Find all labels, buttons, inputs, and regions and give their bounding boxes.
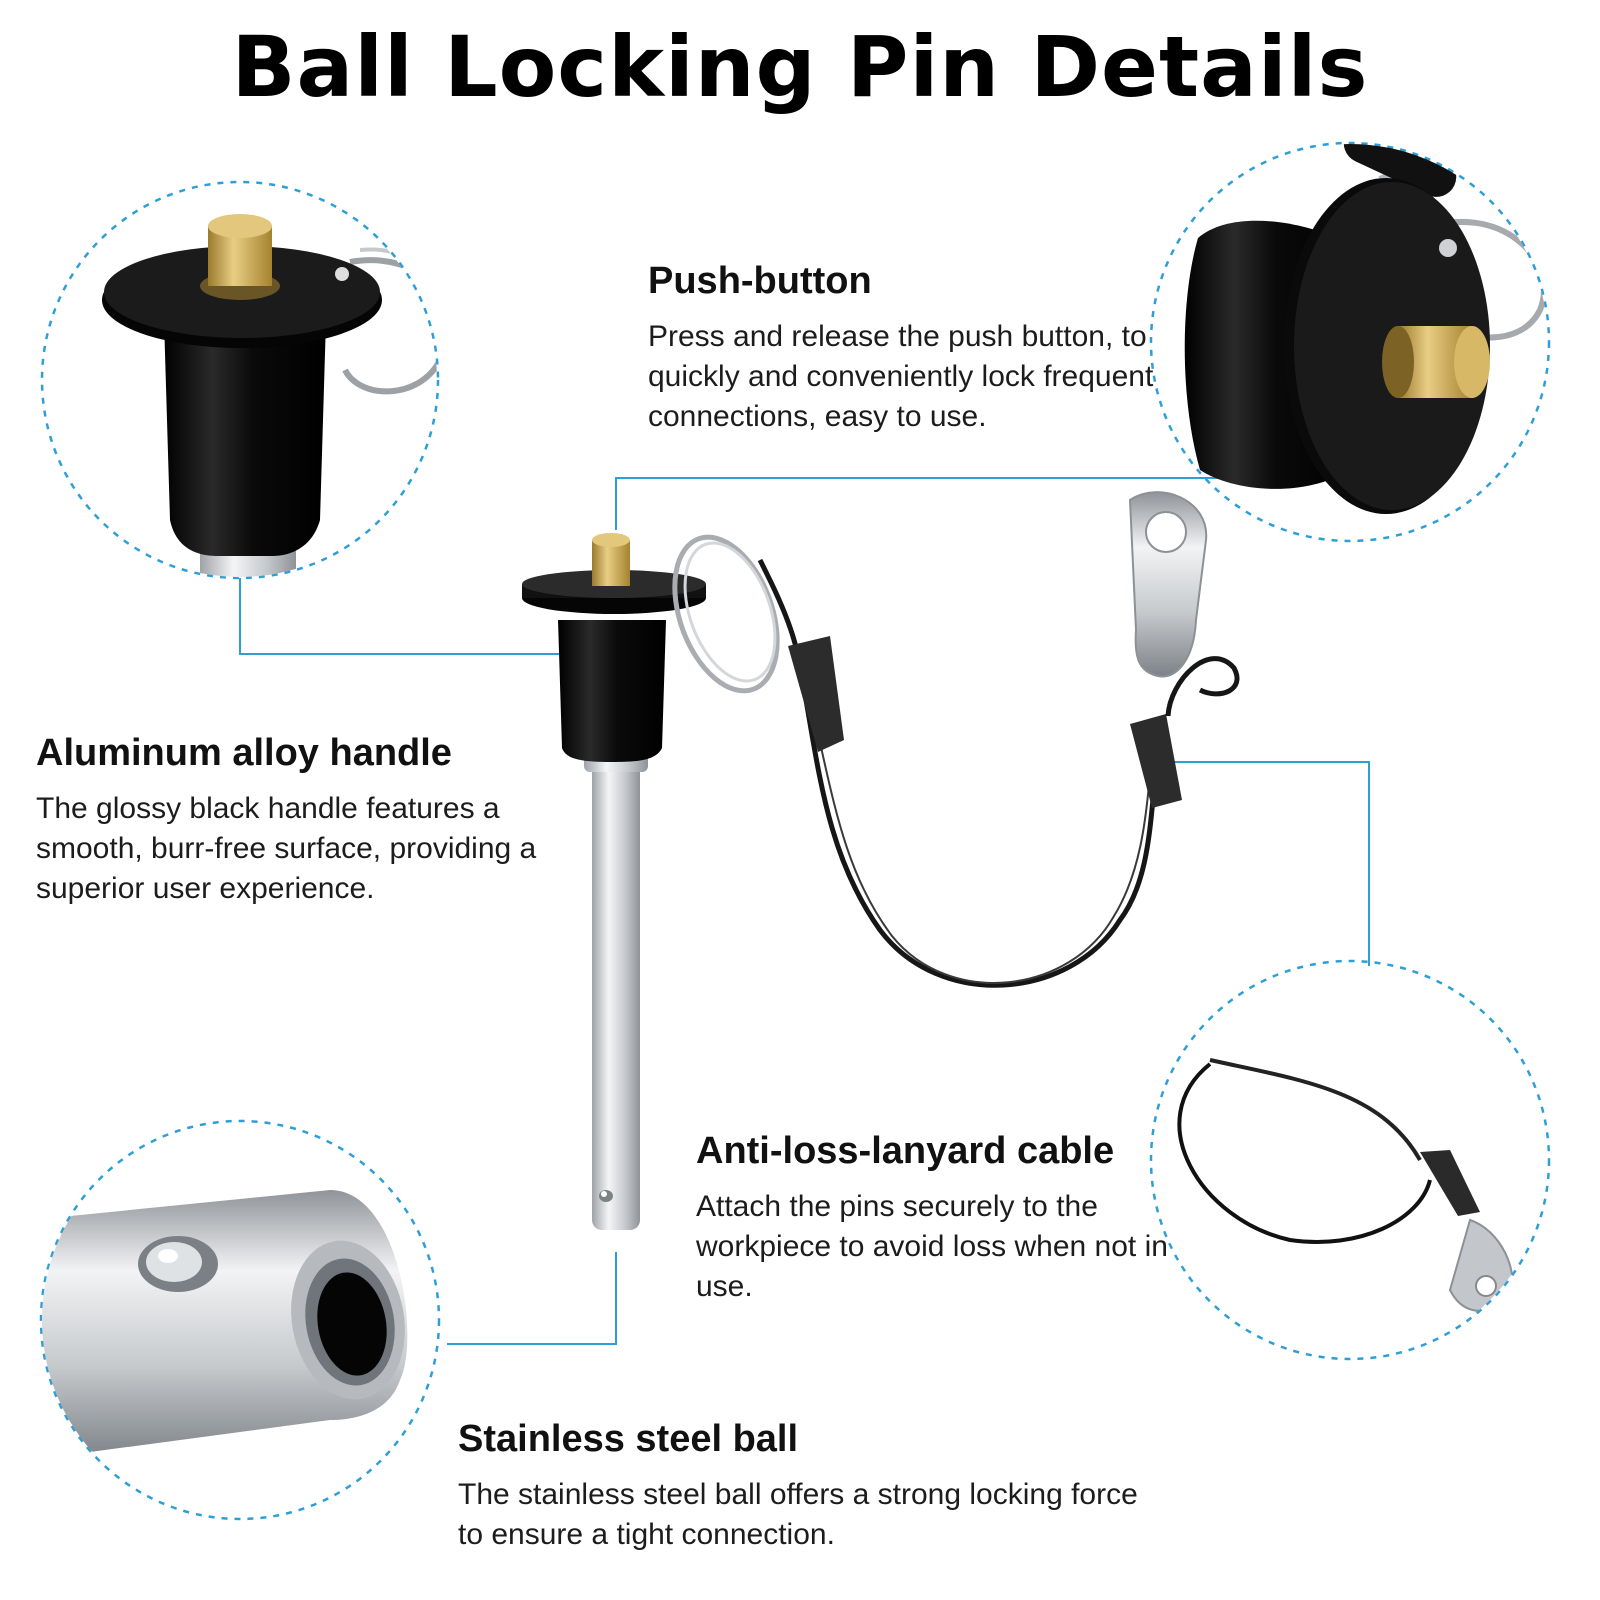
detail-circles — [39, 141, 1551, 1521]
lanyard-heading: Anti-loss-lanyard cable — [696, 1130, 1115, 1172]
handle-description: The glossy black handle features a smoot… — [36, 792, 537, 905]
leader-line-lanyard — [1166, 761, 1370, 966]
push-button-heading: Push-button — [648, 260, 872, 302]
lanyard-closeup-image — [1177, 1058, 1514, 1312]
leader-line-push-button — [615, 477, 1218, 480]
lanyard-feature: Anti-loss-lanyard cable Attach the pins … — [696, 1130, 1176, 1307]
lanyard-description: Attach the pins securely to the workpiec… — [696, 1190, 1168, 1303]
callout-leader-lines — [239, 477, 1370, 1345]
steel-ball-closeup-image — [42, 1190, 408, 1460]
leader-line-ball — [447, 1252, 617, 1345]
push-button-description: Press and release the push button, to qu… — [648, 320, 1154, 433]
detail-circle-handle — [40, 180, 440, 580]
detail-circle-lanyard — [1149, 959, 1551, 1361]
handle-heading: Aluminum alloy handle — [36, 732, 452, 774]
steel-ball-feature: Stainless steel ball The stainless steel… — [458, 1418, 1158, 1555]
lanyard-cable-image — [757, 491, 1240, 988]
push-button-feature: Push-button Press and release the push b… — [648, 260, 1168, 437]
detail-circle-ball — [39, 1119, 441, 1521]
handle-feature: Aluminum alloy handle The glossy black h… — [36, 732, 576, 909]
ball-locking-pin-image — [522, 533, 780, 1230]
leader-line-handle — [239, 578, 580, 655]
handle-closeup-image — [102, 214, 437, 577]
steel-ball-heading: Stainless steel ball — [458, 1418, 799, 1460]
push-button-closeup-image — [1184, 144, 1548, 514]
steel-ball-description: The stainless steel ball offers a strong… — [458, 1478, 1138, 1551]
detail-circle-push-button — [1149, 141, 1551, 543]
page-title: Ball Locking Pin Details — [231, 18, 1369, 116]
